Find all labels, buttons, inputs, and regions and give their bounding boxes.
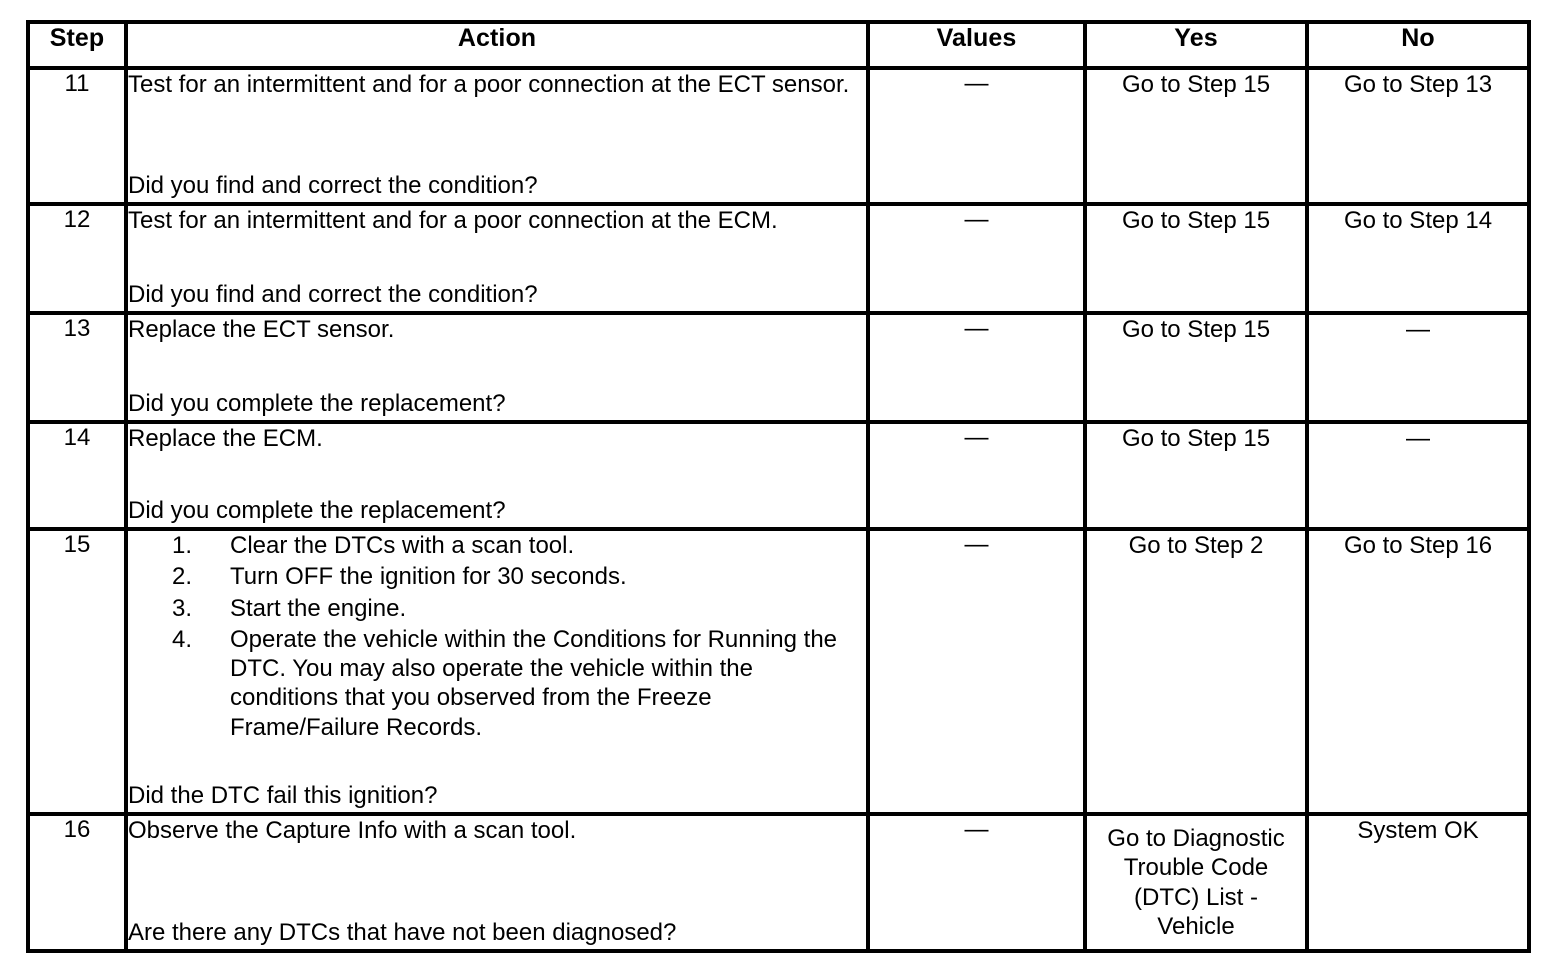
- no-cell: —: [1305, 311, 1531, 424]
- action-question-text: Did you find and correct the condition?: [128, 280, 538, 308]
- action-lead-text: Replace the ECM.: [128, 425, 323, 452]
- no-cell: Go to Step 13: [1305, 66, 1531, 206]
- action-lead-text: Observe the Capture Info with a scan too…: [128, 817, 577, 844]
- action-step-list-item: Turn OFF the ignition for 30 seconds.: [172, 562, 627, 592]
- yes-cell-line: Go to Step 15: [1121, 425, 1271, 452]
- yes-cell-line: Go to Step 15: [1121, 71, 1271, 98]
- values-cell: —: [866, 420, 1087, 531]
- no-cell-line: Go to Step 16: [1343, 532, 1493, 559]
- yes-cell: Go to Step 15: [1083, 420, 1309, 531]
- action-cell: Test for an intermittent and for a poor …: [124, 66, 870, 206]
- action-cell: Replace the ECT sensor. Did you complete …: [124, 311, 870, 424]
- column-header-no: No: [1305, 20, 1531, 70]
- values-cell: —: [866, 812, 1087, 953]
- em-dash-glyph: —: [964, 531, 989, 558]
- action-step-list-item: Operate the vehicle within the Condition…: [172, 625, 838, 741]
- no-cell-line: Go to Step 13: [1343, 71, 1493, 98]
- em-dash-glyph: —: [964, 70, 989, 97]
- action-question-text: Did you complete the replacement?: [128, 496, 506, 524]
- step-number-cell: 13: [26, 311, 128, 424]
- step-number-cell: 11: [26, 66, 128, 206]
- action-lead-text: Test for an intermittent and for a poor …: [128, 71, 850, 98]
- action-question-text: Did the DTC fail this ignition?: [128, 781, 438, 809]
- yes-cell-line: Go to Diagnostic: [1107, 825, 1285, 852]
- yes-cell: Go to Step 15: [1083, 311, 1309, 424]
- action-question-text: Are there any DTCs that have not been di…: [128, 918, 677, 946]
- action-spacer: [128, 344, 866, 388]
- no-cell-line: System OK: [1357, 817, 1479, 844]
- values-cell: —: [866, 311, 1087, 424]
- action-lead-text: Replace the ECT sensor.: [128, 316, 395, 343]
- action-step-list: Clear the DTCs with a scan tool.Turn OFF…: [172, 531, 866, 744]
- no-cell: Go to Step 14: [1305, 202, 1531, 315]
- action-step-list-item: Start the engine.: [172, 594, 407, 624]
- step-number-cell: 16: [26, 812, 128, 953]
- no-cell: —: [1305, 420, 1531, 531]
- action-question-text: Did you find and correct the condition?: [128, 171, 538, 199]
- yes-cell-line: (DTC) List -: [1134, 883, 1258, 911]
- em-dash-glyph: —: [964, 206, 989, 233]
- column-header-values: Values: [866, 20, 1087, 70]
- em-dash-glyph: —: [964, 315, 989, 342]
- action-cell: Clear the DTCs with a scan tool.Turn OFF…: [124, 527, 870, 816]
- yes-cell: Go to Step 15: [1083, 202, 1309, 315]
- em-dash-glyph: —: [964, 816, 989, 843]
- action-spacer: [128, 845, 866, 917]
- yes-cell-line: Go to Step 15: [1121, 207, 1271, 234]
- values-cell: —: [866, 66, 1087, 206]
- em-dash-glyph: —: [964, 424, 989, 451]
- column-header-step: Step: [26, 20, 128, 70]
- action-cell: Replace the ECM. Did you complete the rep…: [124, 420, 870, 531]
- table-header-row: Step Action Values Yes No: [26, 20, 1531, 70]
- yes-cell-line: Trouble Code: [1123, 854, 1269, 882]
- yes-cell-line: Go to Step 15: [1121, 316, 1271, 343]
- step-number-cell: 14: [26, 420, 128, 531]
- values-cell: —: [866, 527, 1087, 816]
- yes-cell-line: Go to Step 2: [1128, 532, 1264, 559]
- values-cell: —: [866, 202, 1087, 315]
- step-number-cell: 15: [26, 527, 128, 816]
- action-spacer: [128, 744, 866, 781]
- no-cell-line: Go to Step 14: [1343, 207, 1493, 234]
- step-number-cell: 12: [26, 202, 128, 315]
- action-spacer: [128, 235, 866, 279]
- yes-cell: Go to Step 2: [1083, 527, 1309, 816]
- column-header-yes: Yes: [1083, 20, 1309, 70]
- yes-cell: Go to Step 15: [1083, 66, 1309, 206]
- action-spacer: [128, 453, 866, 495]
- no-cell-line: —: [1406, 425, 1430, 452]
- column-header-action: Action: [124, 20, 870, 70]
- no-cell: Go to Step 16: [1305, 527, 1531, 816]
- action-step-list-item: Clear the DTCs with a scan tool.: [172, 531, 575, 561]
- no-cell-line: —: [1406, 316, 1430, 343]
- action-spacer: [128, 99, 866, 170]
- yes-cell-line: Vehicle: [1157, 912, 1235, 940]
- action-lead-text: Test for an intermittent and for a poor …: [128, 207, 778, 234]
- action-question-text: Did you complete the replacement?: [128, 389, 506, 417]
- action-cell: Observe the Capture Info with a scan too…: [124, 812, 870, 953]
- action-cell: Test for an intermittent and for a poor …: [124, 202, 870, 315]
- no-cell: System OK: [1305, 812, 1531, 953]
